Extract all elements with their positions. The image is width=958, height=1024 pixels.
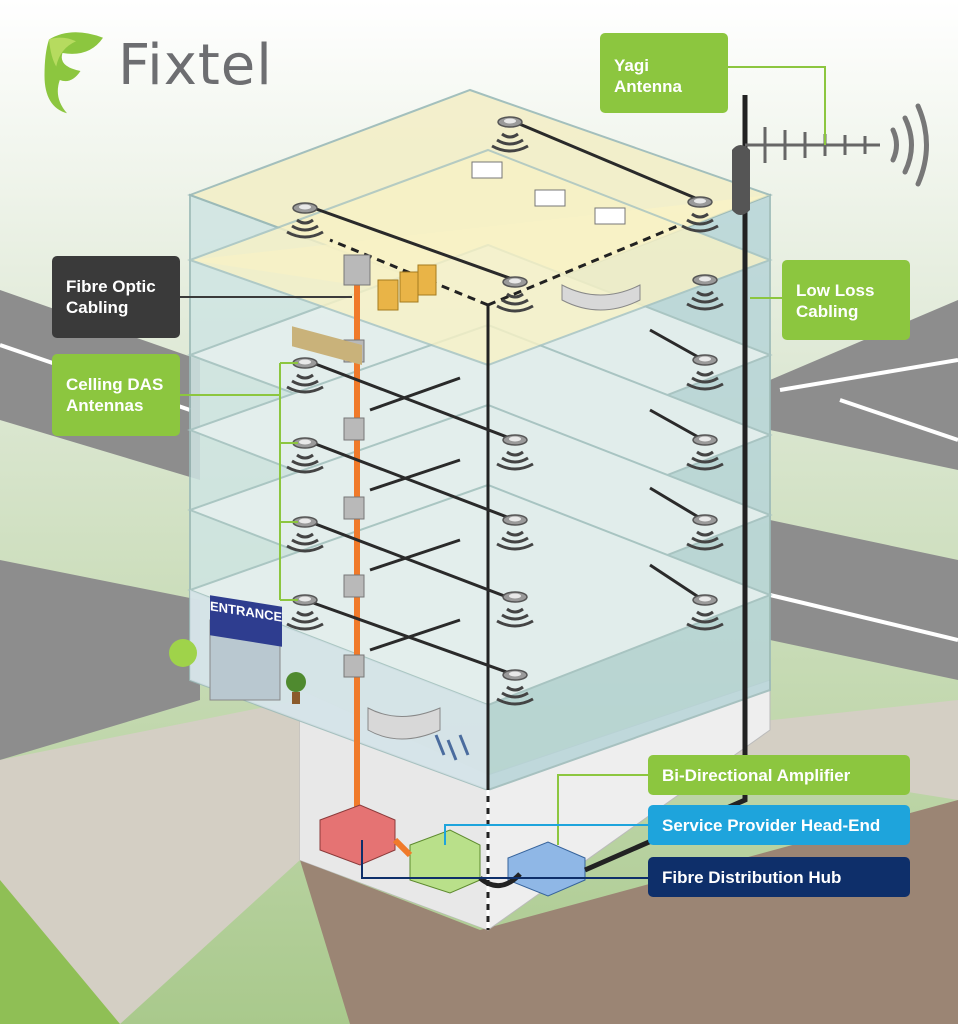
distribution-hub-box-icon	[507, 841, 586, 897]
fixtel-logo-icon	[44, 32, 103, 114]
callout-label: Service Provider Head-End	[662, 815, 881, 835]
ceiling-das-antennas-callout: Celling DAS Antennas	[52, 354, 180, 436]
chair-icon	[434, 734, 470, 761]
callout-line: Antenna	[614, 77, 682, 96]
callout-line: Cabling	[66, 298, 129, 317]
head-end-box-icon	[319, 804, 396, 866]
bed-icon	[471, 161, 626, 225]
service-provider-head-end-callout: Service Provider Head-End	[648, 805, 910, 845]
callout-line: Antennas	[66, 396, 144, 415]
callout-label: Fibre Distribution Hub	[662, 867, 842, 887]
bi-directional-amplifier-callout: Bi-Directional Amplifier	[648, 755, 910, 795]
radio-wave-icon	[890, 103, 929, 187]
callout-line: Yagi	[614, 56, 649, 75]
yagi-antenna-callout: Yagi Antenna	[600, 33, 728, 113]
callout-label: Bi-Directional Amplifier	[662, 765, 851, 785]
desk-icon	[292, 284, 641, 740]
low-loss-cabling-callout: Low Loss Cabling	[782, 260, 910, 340]
yagi-antenna-icon	[745, 127, 880, 163]
callout-line: Low Loss	[796, 281, 875, 300]
callout-line: Fibre Optic	[66, 277, 156, 296]
callout-line: Cabling	[796, 302, 859, 321]
brand-name: Fixtel	[118, 33, 273, 98]
fibre-distribution-hub-callout: Fibre Distribution Hub	[648, 857, 910, 897]
plant-icon	[169, 639, 306, 704]
fibre-optic-cabling-callout: Fibre Optic Cabling	[52, 256, 180, 338]
callout-line: Celling DAS	[66, 375, 164, 394]
